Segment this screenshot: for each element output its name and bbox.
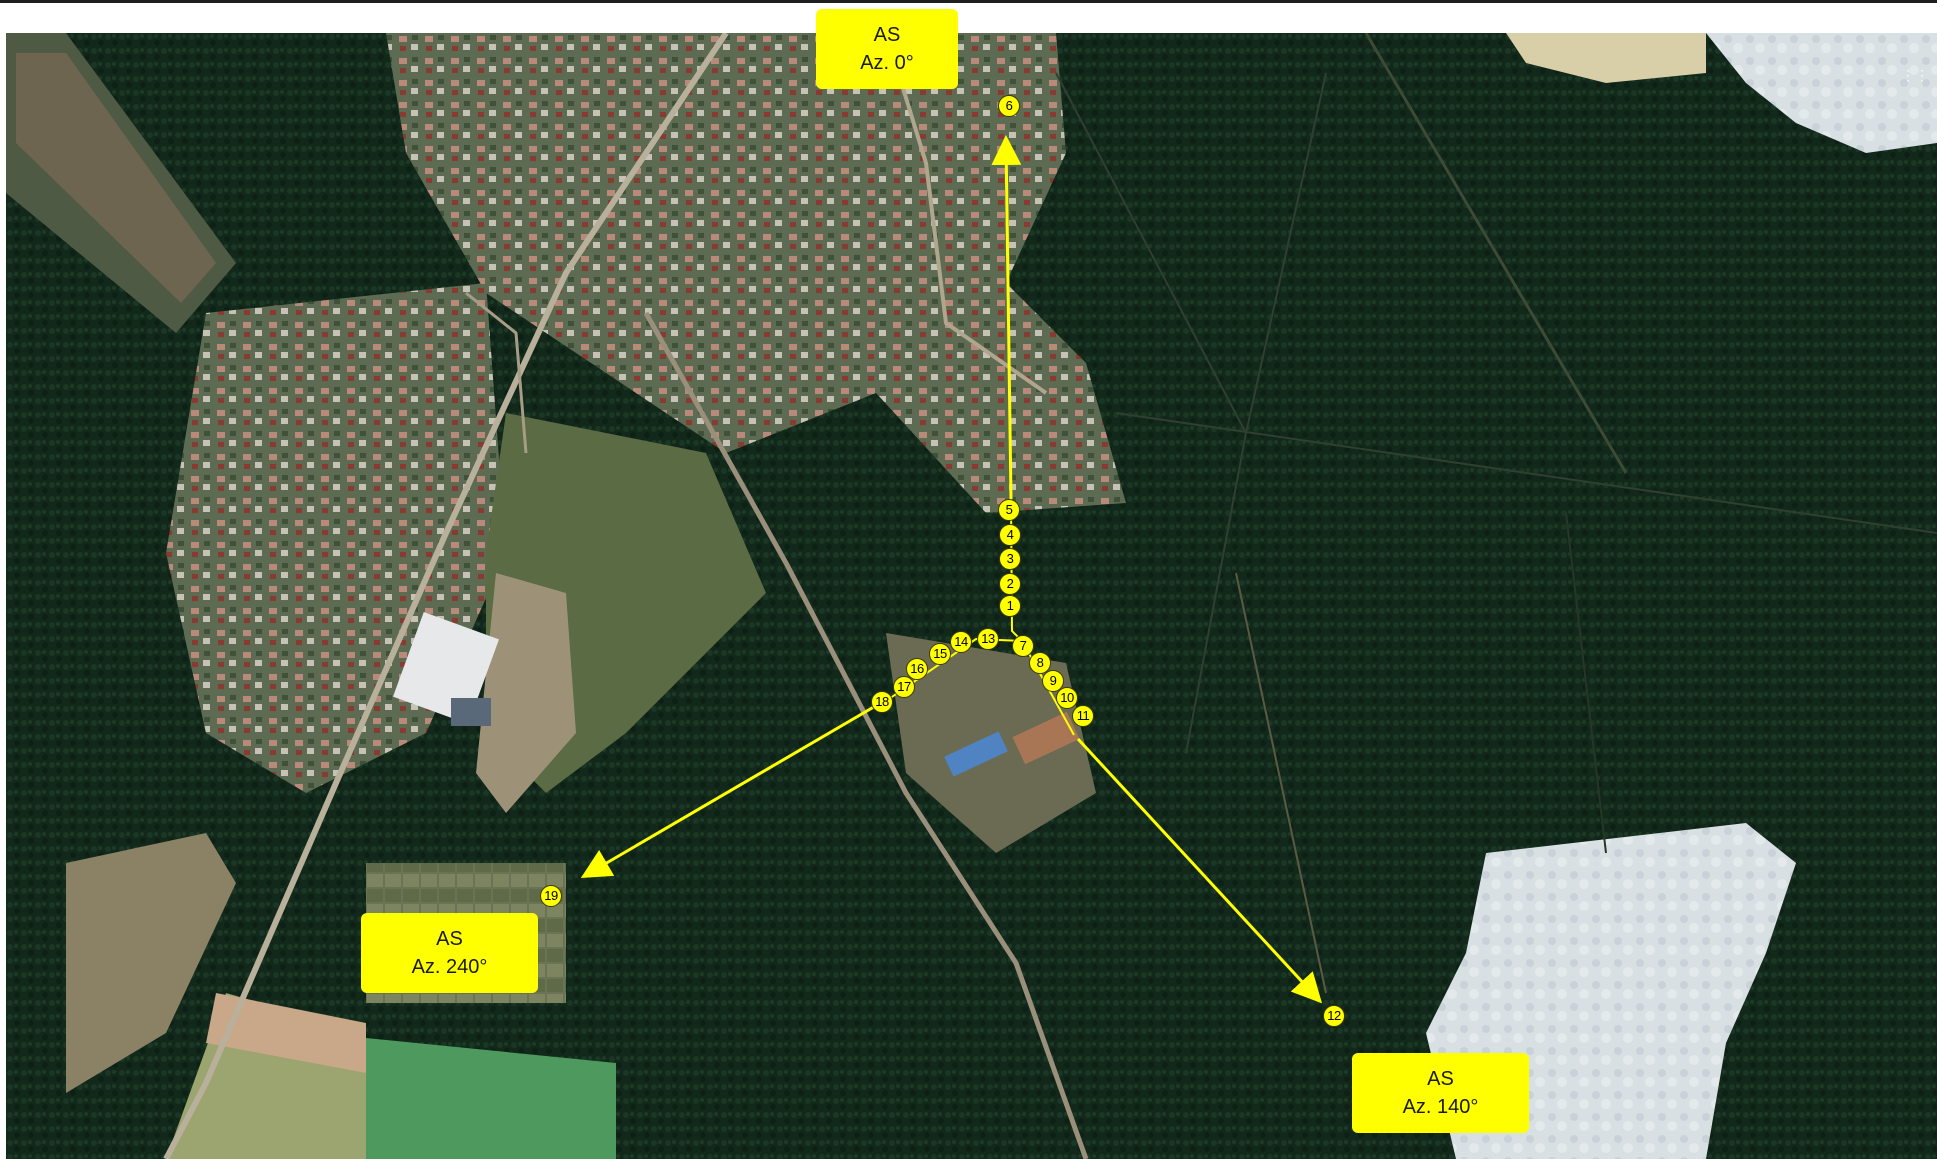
marker-8[interactable]: 8 [1029, 652, 1051, 674]
callout-title: AS [873, 24, 901, 46]
callout-az-240: AS Az. 240° [361, 913, 538, 993]
marker-13[interactable]: 13 [977, 628, 999, 650]
callout-title: AS [1427, 1068, 1454, 1090]
callout-azimuth: Az. 140° [1402, 1096, 1479, 1118]
callout-title: AS [436, 928, 463, 950]
marker-1[interactable]: 1 [999, 595, 1021, 617]
marker-11[interactable]: 11 [1072, 705, 1094, 727]
marker-17[interactable]: 17 [893, 676, 915, 698]
marker-6[interactable]: 6 [998, 95, 1020, 117]
marker-7[interactable]: 7 [1012, 635, 1034, 657]
marker-15[interactable]: 15 [929, 643, 951, 665]
marker-5[interactable]: 5 [998, 499, 1020, 521]
callout-azimuth: Az. 240° [411, 956, 488, 978]
marker-19[interactable]: 19 [540, 885, 562, 907]
satellite-map[interactable]: ⋮⋮ [6, 33, 1937, 1159]
callout-az-140: AS Az. 140° [1352, 1053, 1529, 1133]
map-imagery [6, 33, 1937, 1159]
marker-18[interactable]: 18 [871, 691, 893, 713]
grid-dots-icon[interactable]: ⋮⋮ [1901, 67, 1929, 83]
marker-3[interactable]: 3 [999, 548, 1021, 570]
marker-2[interactable]: 2 [999, 573, 1021, 595]
marker-4[interactable]: 4 [999, 524, 1021, 546]
marker-16[interactable]: 16 [906, 658, 928, 680]
marker-12[interactable]: 12 [1323, 1005, 1345, 1027]
marker-10[interactable]: 10 [1056, 687, 1078, 709]
callout-az-0: AS Az. 0° [816, 9, 958, 89]
marker-9[interactable]: 9 [1042, 670, 1064, 692]
callout-azimuth: Az. 0° [860, 52, 914, 74]
marker-14[interactable]: 14 [950, 631, 972, 653]
